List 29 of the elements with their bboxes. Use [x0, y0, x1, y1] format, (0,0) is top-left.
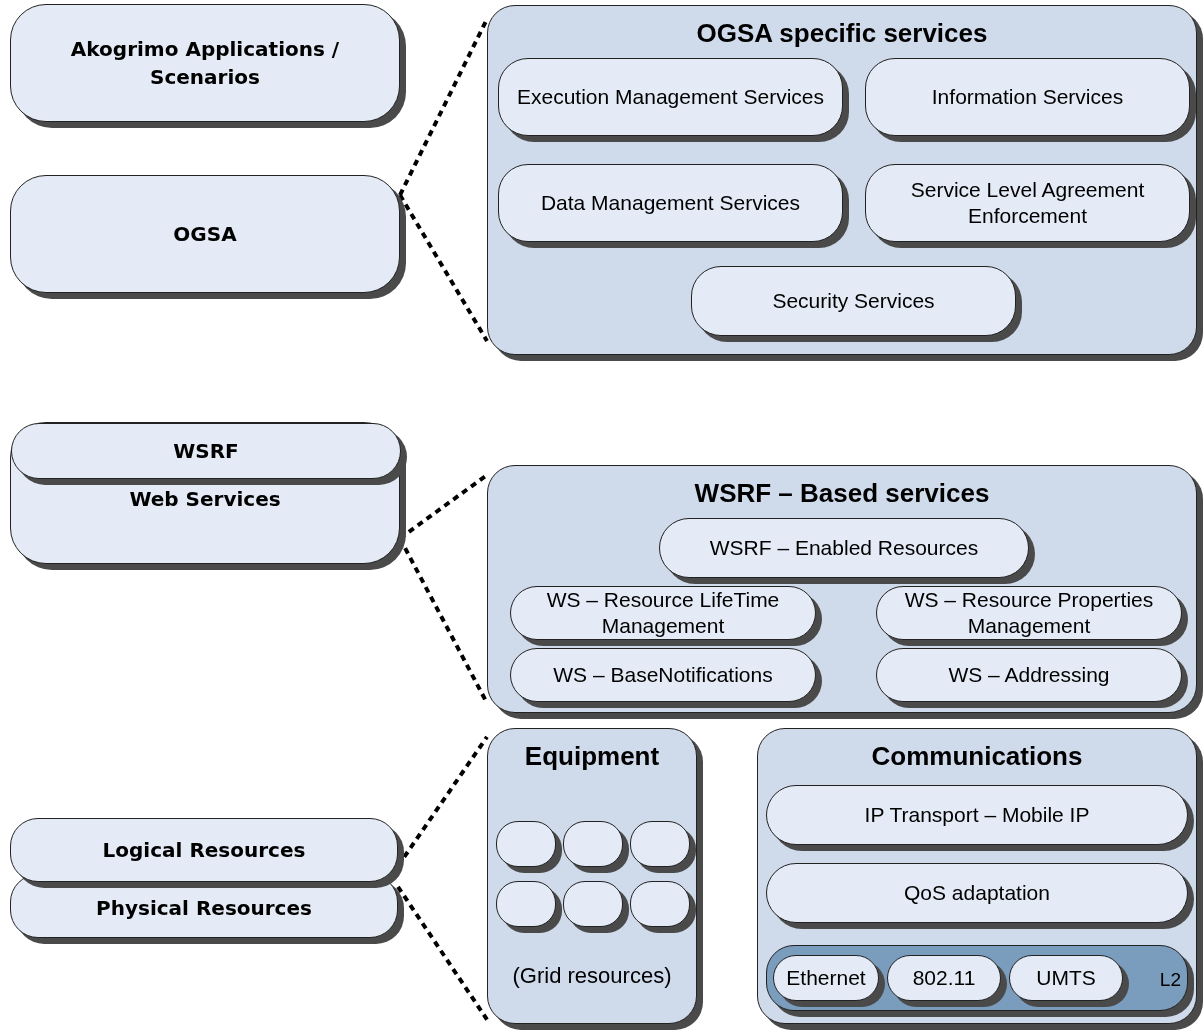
service-label: Data Management Services — [540, 190, 801, 216]
panel-title: Communications — [871, 740, 1083, 773]
service-label: Information Services — [931, 84, 1124, 110]
layer-label: OGSA — [173, 221, 237, 248]
service-label: WS – Resource LifeTime Management — [545, 587, 781, 639]
service-label: Service Level Agreement Enforcement — [909, 177, 1146, 229]
dotted-connector — [396, 885, 489, 1021]
service-label: 802.11 — [912, 965, 976, 991]
layer-label: WSRF — [173, 438, 239, 465]
layer-label: Logical Resources — [102, 837, 306, 864]
service-label: UMTS — [1036, 965, 1096, 991]
service-label: Security Services — [772, 288, 935, 314]
panel-title: OGSA specific services — [696, 17, 988, 50]
service-label: QoS adaptation — [904, 880, 1050, 906]
panel-note: (Grid resources) — [512, 962, 672, 990]
layer-label: Akogrimo Applications / Scenarios — [69, 36, 341, 91]
band-label: L2 — [1159, 969, 1181, 990]
panel-title: WSRF – Based services — [694, 477, 990, 510]
service-label: WSRF – Enabled Resources — [709, 535, 979, 561]
service-label: IP Transport – Mobile IP — [864, 802, 1090, 828]
service-label: WS – BaseNotifications — [553, 662, 773, 688]
service-label: WS – Addressing — [948, 662, 1110, 688]
layer-label: Web Services — [129, 486, 281, 513]
service-label: WS – Resource Properties Management — [903, 587, 1155, 639]
service-label: Execution Management Services — [517, 84, 824, 110]
service-label: Ethernet — [786, 965, 866, 991]
panel-title: Equipment — [524, 740, 660, 773]
layer-label: Physical Resources — [96, 895, 312, 922]
dotted-connector — [398, 194, 489, 343]
